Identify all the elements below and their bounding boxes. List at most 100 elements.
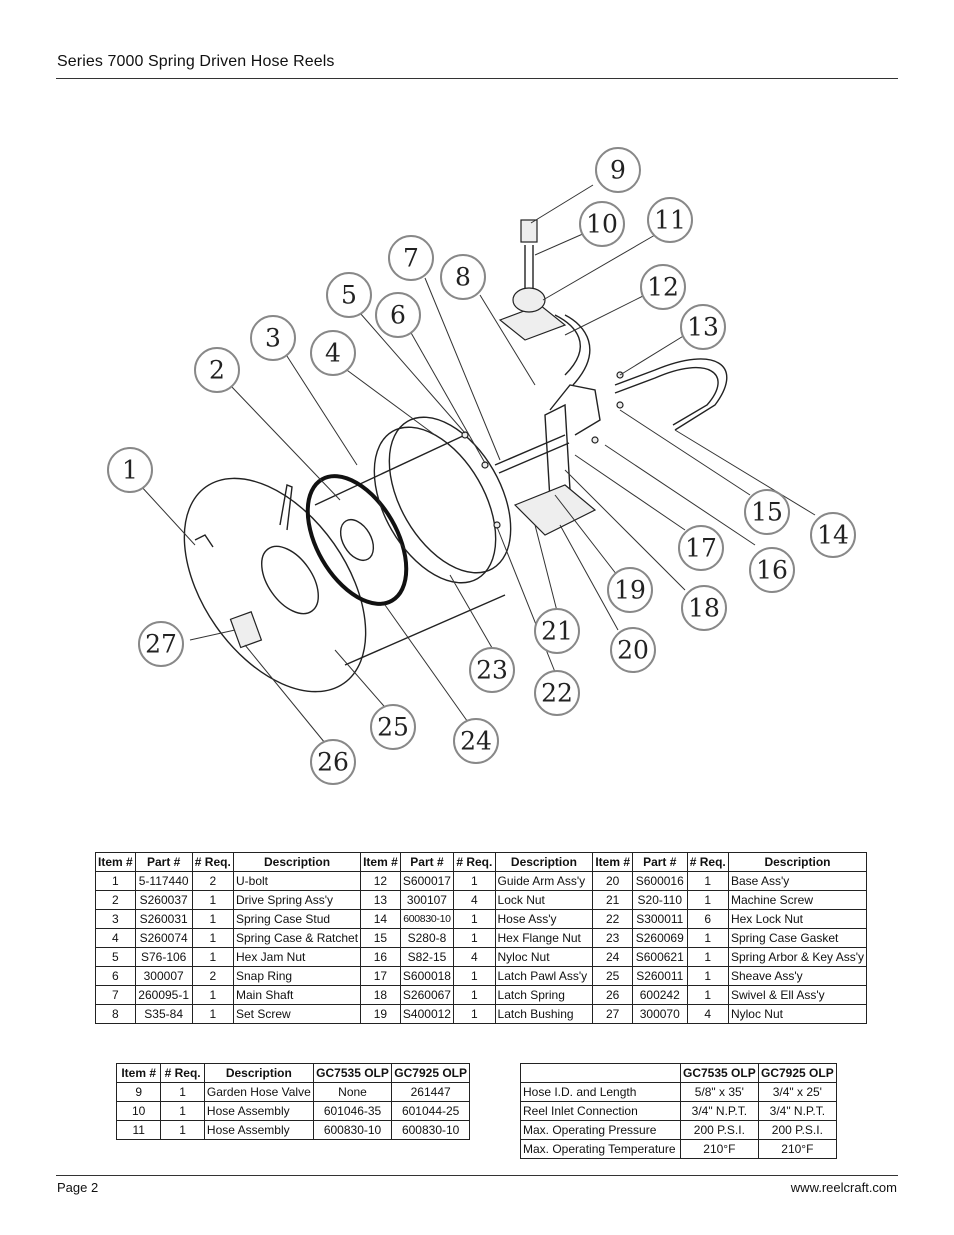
callout-24: 24: [453, 718, 499, 764]
table-cell: 300107: [399, 890, 455, 910]
table-row: 11 1 Hose Assembly 600830-10 600830-10: [115, 1120, 470, 1140]
table-cell: Reel Inlet Connection: [520, 1101, 681, 1121]
callout-label: 3: [265, 324, 281, 353]
table-cell: S76-106: [134, 947, 193, 967]
table-cell: 19: [360, 1004, 401, 1024]
table-row: Hose I.D. and Length 5/8" x 35' 3/4" x 2…: [520, 1082, 838, 1102]
callout-label: 21: [541, 617, 573, 646]
table-cell: 4: [95, 928, 136, 948]
table-cell: Hose Ass'y: [494, 909, 594, 929]
table-cell: S260011: [632, 966, 688, 986]
table-cell: 3/4" x 25': [757, 1082, 838, 1102]
table-cell: 1: [191, 928, 235, 948]
callout-label: 9: [610, 156, 626, 185]
table-cell: 2: [191, 966, 235, 986]
table-cell: 1: [191, 947, 235, 967]
table-cell: Max. Operating Temperature: [520, 1139, 681, 1159]
callout-label: 7: [403, 244, 419, 273]
column-header: Item #: [95, 852, 136, 872]
table-cell: 600830-10: [399, 909, 455, 929]
table-cell: 21: [592, 890, 633, 910]
table-cell: 2: [95, 890, 136, 910]
column-header: Description: [727, 852, 868, 872]
callout-label: 14: [817, 521, 849, 550]
table-cell: 1: [686, 985, 729, 1005]
column-header: Description: [494, 852, 594, 872]
table-cell: 300070: [632, 1004, 688, 1024]
table-cell: 1: [191, 909, 235, 929]
callout-leaders: [139, 184, 816, 744]
hose-options-table: Item # # Req. Description GC7535 OLP GC7…: [115, 1063, 470, 1140]
diagram-svg: 1 2 3 4 5 6 7 8 9 10 11 12 13 14 15 16 1…: [107, 147, 856, 785]
table-cell: 600830-10: [312, 1120, 393, 1140]
table-cell: 14: [360, 909, 401, 929]
callout-label: 26: [317, 748, 349, 777]
callout-label: 20: [617, 636, 649, 665]
table-cell: 23: [592, 928, 633, 948]
table-cell: 1: [453, 966, 496, 986]
specifications-table: GC7535 OLP GC7925 OLP Hose I.D. and Leng…: [520, 1063, 838, 1159]
callout-26: 26: [310, 739, 356, 785]
callout-11: 11: [647, 197, 693, 243]
column-header: Description: [203, 1063, 314, 1083]
table-cell: Base Ass'y: [727, 871, 868, 891]
callout-label: 6: [390, 301, 406, 330]
table-cell: 1: [191, 1004, 235, 1024]
table-cell: 1: [686, 890, 729, 910]
column-header: Part #: [134, 852, 193, 872]
table-cell: S260037: [134, 890, 193, 910]
callout-16: 16: [749, 547, 795, 593]
table-cell: 260095-1: [134, 985, 193, 1005]
table-row: Max. Operating Pressure 200 P.S.I. 200 P…: [520, 1120, 838, 1140]
table-cell: Machine Screw: [727, 890, 868, 910]
table-cell: None: [312, 1082, 393, 1102]
table-cell: Hose I.D. and Length: [520, 1082, 681, 1102]
column-header: Description: [232, 852, 362, 872]
column-header: GC7925 OLP: [757, 1063, 838, 1083]
table-cell: S260074: [134, 928, 193, 948]
callout-12: 12: [640, 264, 686, 310]
table-cell: S82-15: [399, 947, 455, 967]
table-cell: Drive Spring Ass'y: [232, 890, 362, 910]
table-cell: Sheave Ass'y: [727, 966, 868, 986]
table-cell: 1: [191, 985, 235, 1005]
table-cell: 4: [453, 890, 496, 910]
column-header: Item #: [592, 852, 633, 872]
callout-22: 22: [534, 670, 580, 716]
page-number: Page 2: [57, 1180, 99, 1195]
table-cell: 8: [95, 1004, 136, 1024]
column-header: [520, 1063, 681, 1083]
table-cell: 15: [360, 928, 401, 948]
table-cell: 4: [453, 947, 496, 967]
table-row: 9 1 Garden Hose Valve None 261447: [115, 1082, 470, 1102]
table-cell: S600621: [632, 947, 688, 967]
callout-10: 10: [579, 201, 625, 247]
callout-4: 4: [310, 330, 356, 376]
callout-18: 18: [681, 585, 727, 631]
column-header: GC7925 OLP: [391, 1063, 470, 1083]
page-title: Series 7000 Spring Driven Hose Reels: [57, 53, 335, 70]
column-header: GC7535 OLP: [312, 1063, 393, 1083]
table-cell: S260069: [632, 928, 688, 948]
table-cell: 6: [95, 966, 136, 986]
callout-23: 23: [469, 647, 515, 693]
table-cell: 1: [160, 1101, 205, 1121]
table-cell: S35-84: [134, 1004, 193, 1024]
table-cell: 2: [191, 871, 235, 891]
header-divider: [56, 78, 898, 79]
callout-5: 5: [326, 272, 372, 318]
callout-14: 14: [810, 512, 856, 558]
callout-9: 9: [595, 147, 641, 193]
table-cell: 5: [95, 947, 136, 967]
table-cell: 1: [453, 928, 496, 948]
table-cell: Spring Case Gasket: [727, 928, 868, 948]
table-cell: 5/8" x 35': [680, 1082, 759, 1102]
table-cell: 1: [686, 947, 729, 967]
table-cell: 7: [95, 985, 136, 1005]
table-cell: 1: [453, 1004, 496, 1024]
table-cell: 3/4" N.P.T.: [680, 1101, 759, 1121]
column-header: GC7535 OLP: [680, 1063, 759, 1083]
table-cell: 1: [453, 985, 496, 1005]
reel-drawing: [183, 219, 728, 693]
table-cell: Max. Operating Pressure: [520, 1120, 681, 1140]
